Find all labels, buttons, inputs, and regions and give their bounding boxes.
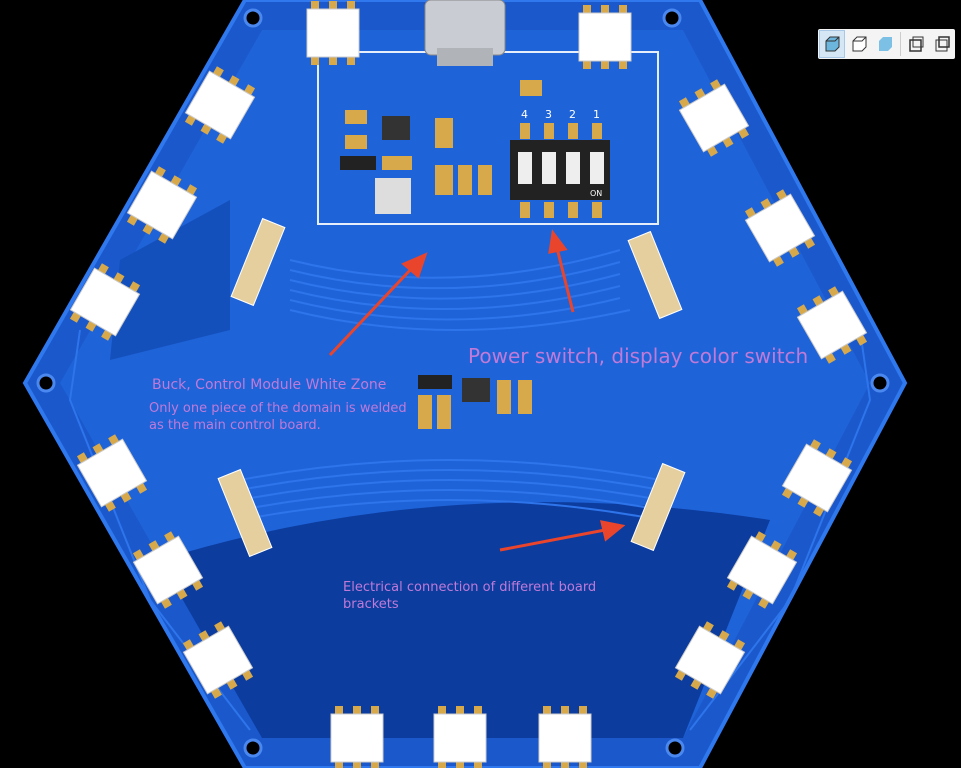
solid-cube-icon: [879, 37, 892, 51]
led: [578, 5, 632, 69]
usb-c-connector: [424, 0, 506, 66]
box-front-icon: [909, 36, 924, 52]
wireframe-cube-view-button[interactable]: [847, 31, 871, 57]
front-box-view-button[interactable]: [904, 31, 928, 57]
annotation-arrows: [328, 229, 626, 552]
electrical-connection-line1: Electrical connection of different board: [343, 580, 597, 595]
box-back-icon: [935, 36, 950, 52]
dip-on-label: ON: [590, 189, 602, 198]
led: [182, 621, 254, 699]
led: [306, 1, 360, 65]
wireframe-cube-icon: [852, 36, 867, 52]
shaded-cube-icon: [825, 36, 840, 52]
led: [330, 706, 384, 768]
toolbar-divider: [900, 32, 901, 56]
dip-label-2: 2: [569, 108, 576, 121]
dip-label-4: 4: [521, 108, 528, 121]
solid-cube-view-button[interactable]: [873, 31, 897, 57]
led: [796, 286, 868, 364]
led: [726, 531, 798, 609]
mounting-holes: [36, 8, 890, 758]
led: [433, 706, 487, 768]
led: [538, 706, 592, 768]
dip-label-3: 3: [545, 108, 552, 121]
weld-note-line1: Only one piece of the domain is welded: [149, 401, 407, 416]
smd-components: [340, 80, 542, 429]
weld-note-line2: as the main control board.: [149, 418, 321, 433]
dip-label-1: 1: [593, 108, 600, 121]
back-box-view-button[interactable]: [930, 31, 954, 57]
board-connectors: [217, 217, 686, 558]
power-switch-label: Power switch, display color switch: [468, 344, 809, 368]
buck-zone-label: Buck, Control Module White Zone: [152, 377, 387, 393]
pcb-dark-region-left: [110, 200, 230, 360]
led: [184, 66, 256, 144]
electrical-connection-line2: brackets: [343, 597, 399, 612]
dip-switch[interactable]: 4 3 2 1 ON: [510, 108, 610, 218]
led: [69, 263, 141, 341]
led-ring: [69, 1, 868, 768]
pcb-dark-region: [160, 502, 770, 738]
view-toolbar: [818, 29, 955, 59]
led: [781, 439, 853, 517]
led: [132, 531, 204, 609]
led: [76, 434, 148, 512]
shaded-cube-view-button[interactable]: [819, 30, 845, 58]
led: [674, 621, 746, 699]
led: [744, 189, 816, 267]
led: [678, 79, 750, 157]
led: [126, 166, 198, 244]
